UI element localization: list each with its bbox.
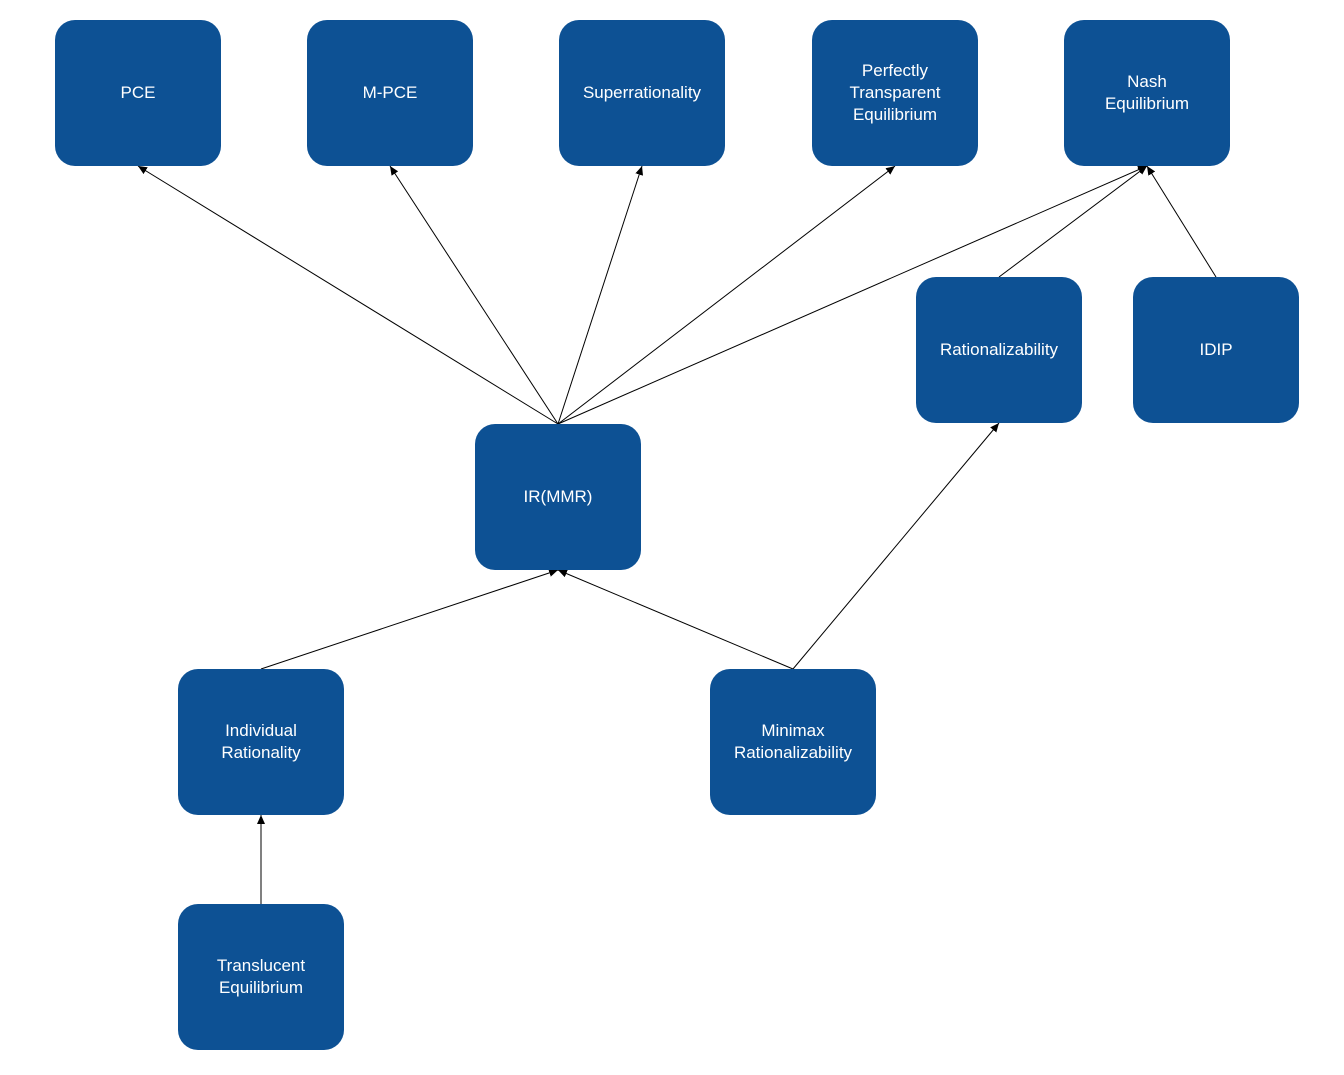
edge-idip-to-nash-equilibrium [1146,165,1217,278]
node-ir-mmr: IR(MMR) [475,424,641,570]
node-superrationality: Superrationality [559,20,725,166]
edge-minimax-rationalizability-to-irmmr [557,569,794,670]
node-idip: IDIP [1133,277,1299,423]
node-rationalizability: Rationalizability [916,277,1082,423]
node-nash-equilibrium: Nash Equilibrium [1064,20,1230,166]
edge-irmmr-to-pce [137,165,559,425]
edge-irmmr-to-perfectly-transparent-equilibrium [557,165,896,425]
node-individual-rationality: Individual Rationality [178,669,344,815]
edge-individual-rationality-to-irmmr [260,569,559,670]
node-pce: PCE [55,20,221,166]
node-label: PCE [120,83,156,102]
node-perfectly-transparent-equilibrium: Perfectly Transparent Equilibrium [812,20,978,166]
node-label: Superrationality [582,83,702,102]
node-label: Individual Rationality [221,721,301,762]
node-label: Rationalizability [939,340,1059,359]
node-label: Perfectly Transparent Equilibrium [849,61,941,124]
node-label: M-PCE [362,83,418,102]
node-minimax-rationalizability: Minimax Rationalizability [710,669,876,815]
edge-irmmr-to-nash-equilibrium [557,165,1148,425]
node-label: Translucent Equilibrium [216,956,306,997]
edge-irmmr-to-superrationality [557,165,644,425]
node-label: IDIP [1199,340,1233,359]
node-label: Minimax Rationalizability [733,721,853,762]
node-translucent-equilibrium: Translucent Equilibrium [178,904,344,1050]
edge-rationalizability-to-nash-equilibrium [998,165,1148,278]
node-label: IR(MMR) [523,487,593,506]
node-m-pce: M-PCE [307,20,473,166]
edge-irmmr-to-mpce [389,165,559,425]
node-label: Nash Equilibrium [1104,72,1190,113]
edge-minimax-rationalizability-to-rationalizability [792,422,1000,670]
